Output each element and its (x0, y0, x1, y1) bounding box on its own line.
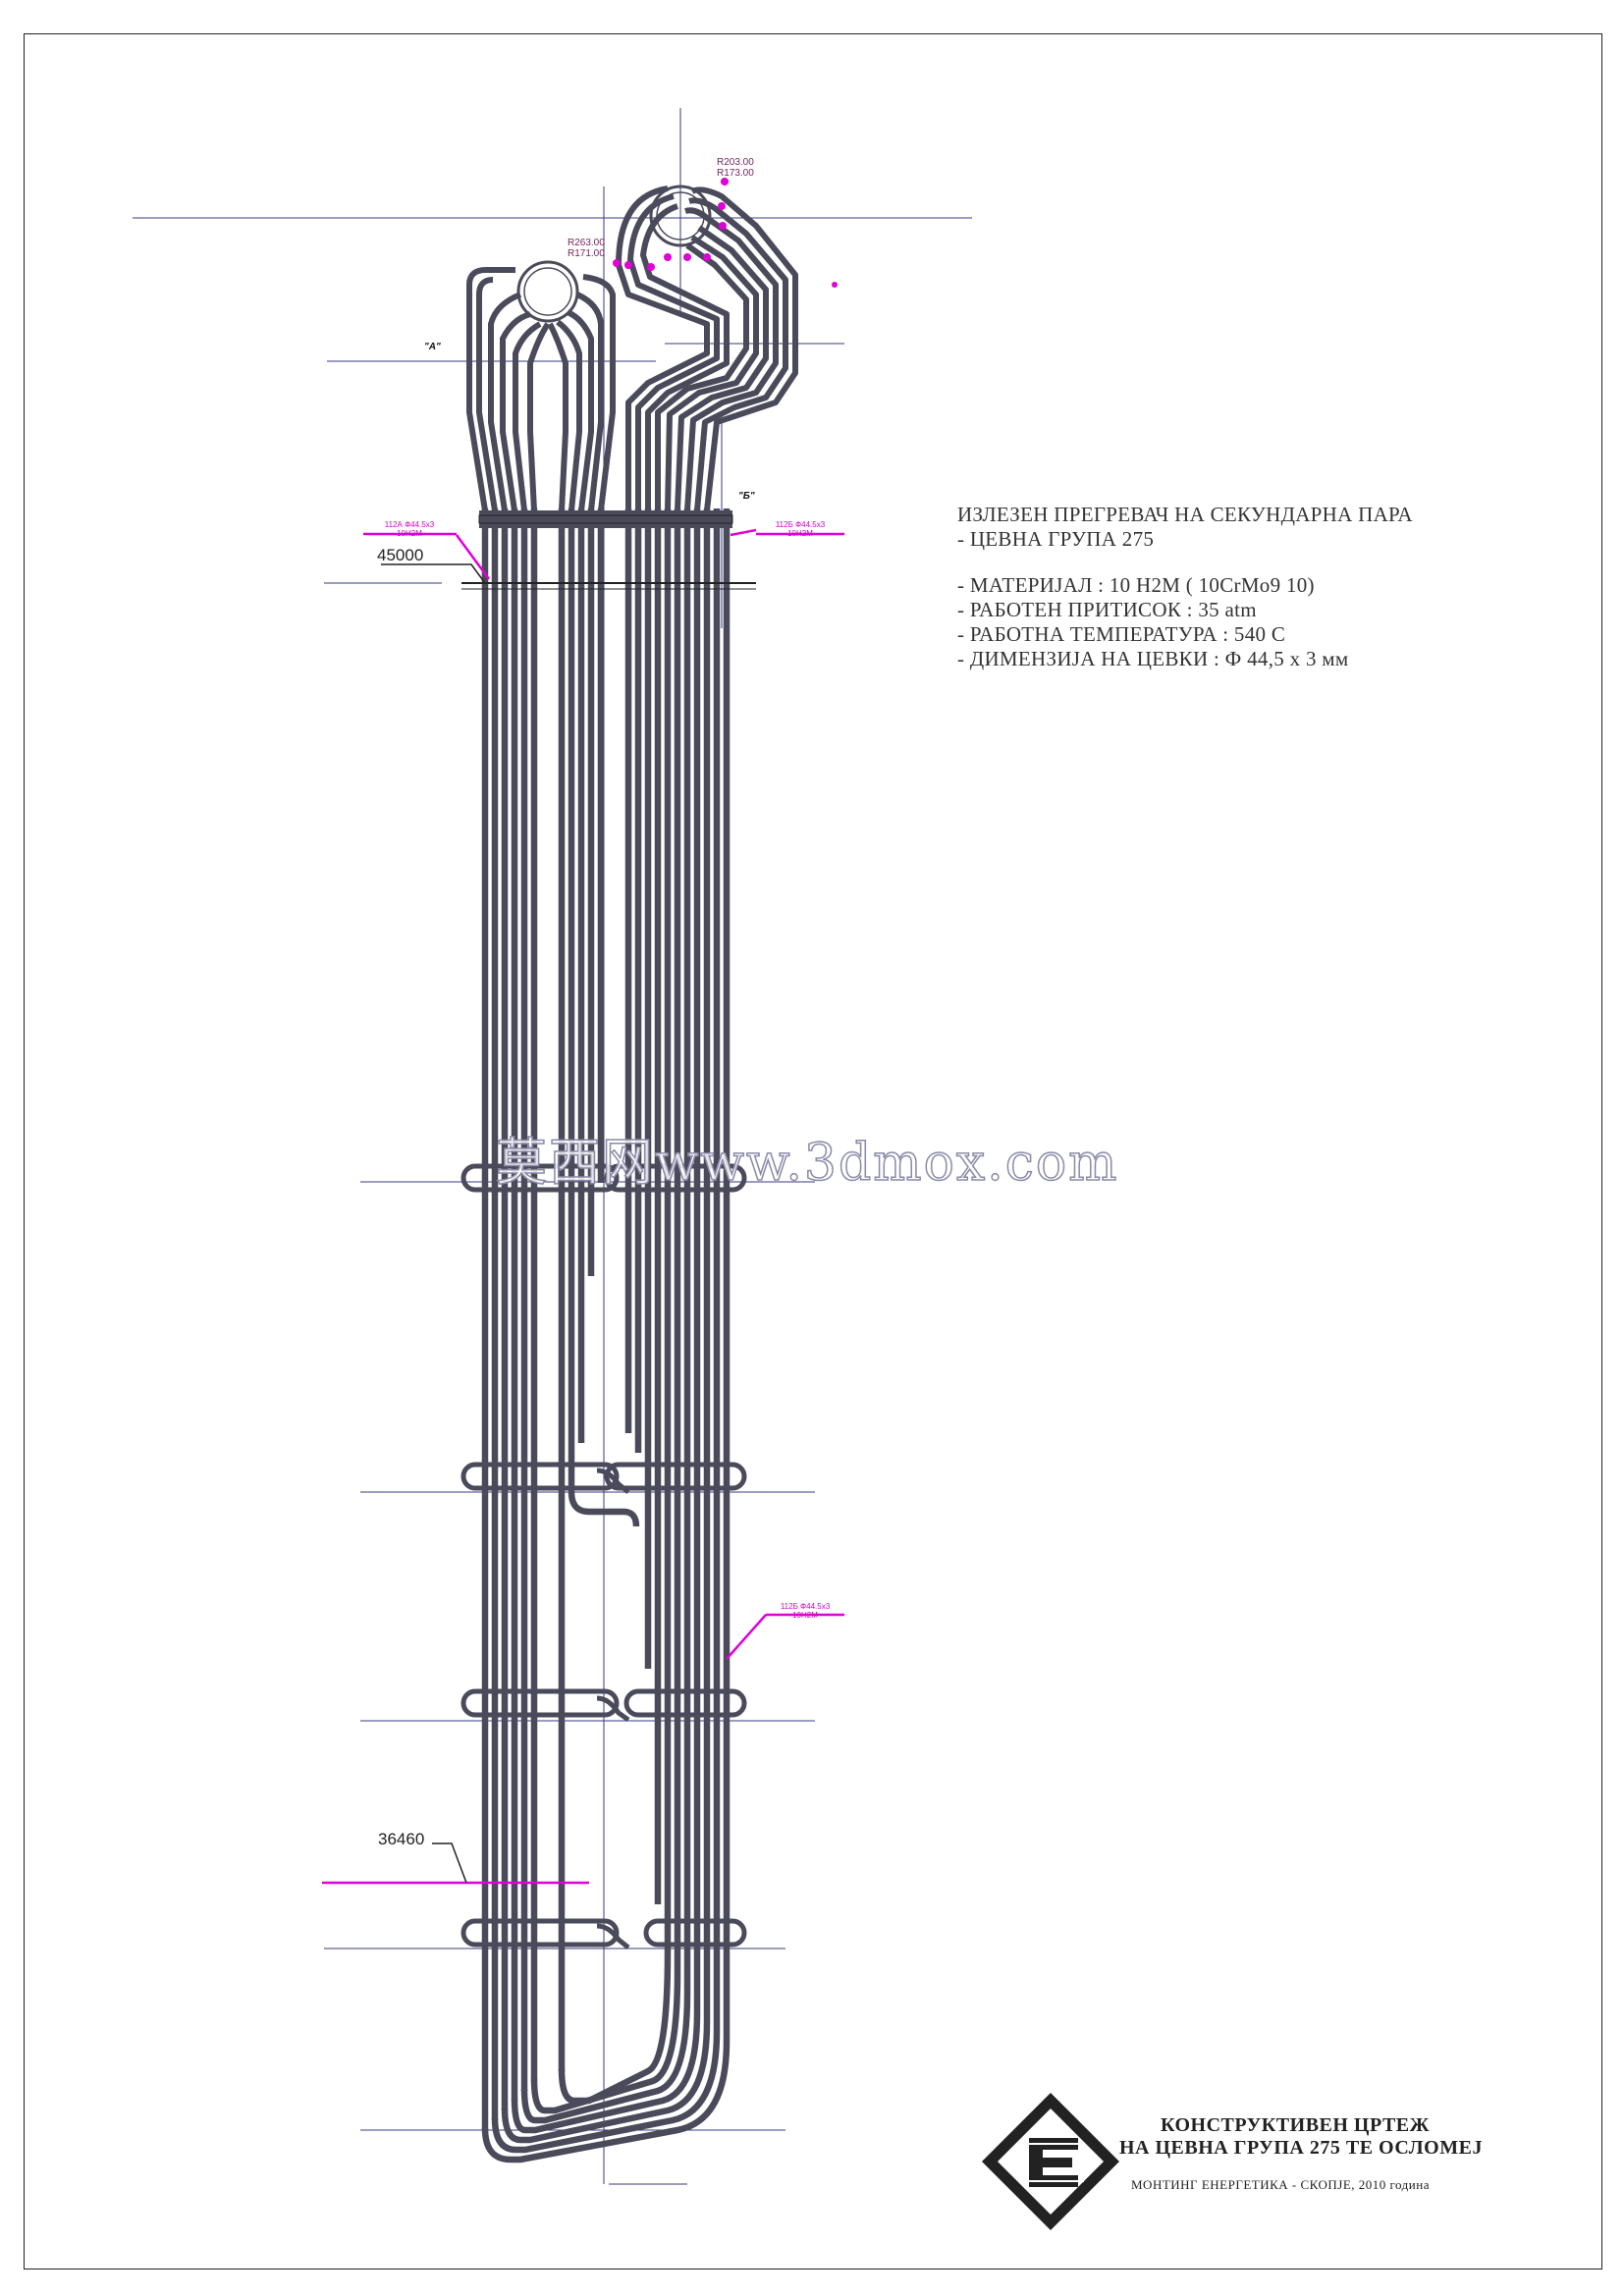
elevation-label-top: 45000 (377, 546, 424, 564)
right-tube-bundle (624, 508, 731, 2042)
radius-left-2: R171.00 (568, 248, 605, 259)
spec-temperature: - РАБОТНА ТЕМПЕРАТУРА : 540 С (957, 622, 1286, 646)
pipe-tag-mid-spec: 112Б Ф44.5x3 (780, 1602, 831, 1611)
left-header (466, 260, 616, 511)
elevation-leaders (381, 563, 486, 1884)
title-block-line2: НА ЦЕВНА ГРУПА 275 ТЕ ОСЛОМЕЈ (1119, 2137, 1483, 2159)
pipe-tag-right-material: 10Н2М (787, 529, 813, 538)
left-tube-bundle (481, 508, 605, 2130)
pipe-tag-right-spec: 112Б Ф44.5x3 (775, 520, 826, 529)
pipe-tag-left-spec: 112А Ф44.5x3 (384, 520, 435, 529)
spec-pressure: - РАБОТЕН ПРИТИСОК : 35 atm (957, 598, 1257, 621)
bottom-bends (481, 1491, 731, 2163)
title-block-line3: МОНТИНГ ЕНЕРГЕТИКА - СКОПЈЕ, 2010 година (1131, 2177, 1430, 2192)
spec-dimension: - ДИМЕНЗИЈА НА ЦЕВКИ : Ф 44,5 х 3 мм (957, 647, 1349, 670)
pipe-tag-left: 112А Ф44.5x3 10Н2М (365, 520, 454, 538)
title-block-line1: КОНСТРУКТИВЕН ЦРТЕЖ (1161, 2114, 1430, 2136)
pipe-tag-left-material: 10Н2М (397, 529, 422, 538)
support-clamps (460, 1163, 747, 1949)
radius-left-1: R263.00 (568, 238, 605, 248)
spec-material: - МАТЕРИЈАЛ : 10 Н2М ( 10CrMo9 10) (957, 573, 1315, 597)
radius-right-1: R203.00 (717, 157, 754, 168)
spec-notes: ИЗЛЕЗЕН ПРЕГРЕВАЧ НА СЕКУНДАРНА ПАРА - Ц… (957, 503, 1413, 671)
pipe-tag-mid-material: 10Н2М (792, 1611, 818, 1620)
pipe-tag-right: 112Б Ф44.5x3 10Н2М (756, 520, 844, 538)
magenta-markings (322, 528, 844, 1885)
drawing-frame (24, 33, 1602, 2269)
spacer-band (461, 510, 756, 590)
company-logo (982, 2093, 1119, 2230)
title-block: КОНСТРУКТИВЕН ЦРТЕЖ НА ЦЕВНА ГРУПА 275 Т… (982, 2083, 1571, 2220)
view-b-label: "Б" (738, 491, 755, 502)
elevation-label-bottom: 36460 (378, 1830, 425, 1848)
spec-title-line1: ИЗЛЕЗЕН ПРЕГРЕВАЧ НА СЕКУНДАРНА ПАРА (957, 503, 1413, 526)
radius-label-left: R263.00 R171.00 (568, 238, 605, 259)
view-a-label: "A" (424, 342, 441, 352)
spec-title-line2: - ЦЕВНА ГРУПА 275 (957, 527, 1155, 551)
radius-markers (613, 178, 838, 288)
watermark: 莫西网www.3dmox.com (495, 1133, 1119, 1194)
radius-label-right: R203.00 R173.00 (717, 157, 754, 179)
right-header (616, 185, 798, 511)
pipe-tag-mid: 112Б Ф44.5x3 10Н2М (766, 1602, 844, 1620)
radius-right-2: R173.00 (717, 168, 754, 179)
